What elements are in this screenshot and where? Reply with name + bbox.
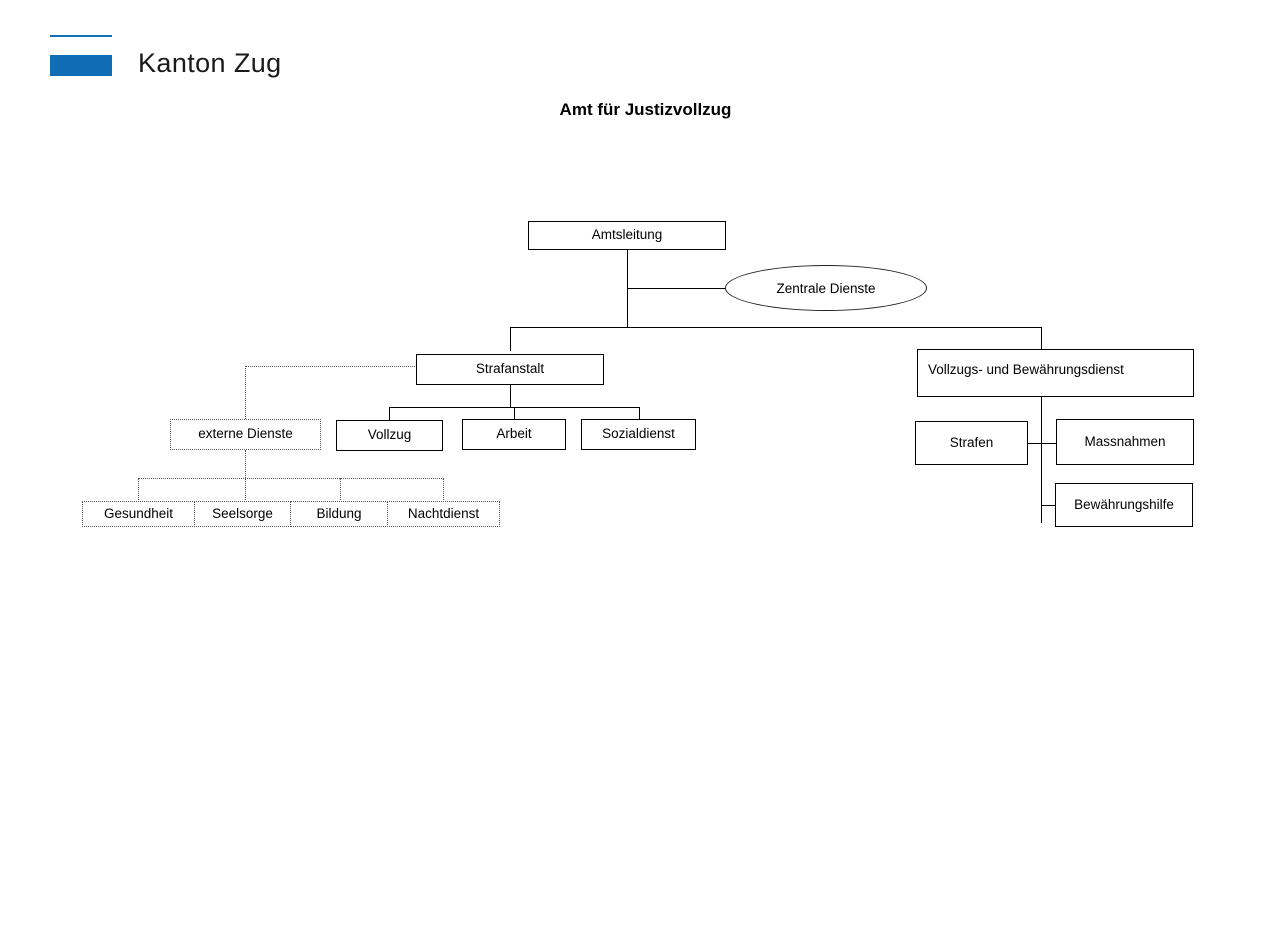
edge-vbd-trunk xyxy=(1041,397,1042,523)
node-arbeit[interactable]: Arbeit xyxy=(462,419,566,450)
edge-vbd-bewaehrungshilfe xyxy=(1041,505,1055,506)
node-label: Vollzugs- und Bewährungsdienst xyxy=(928,362,1124,377)
edge-level1-bar xyxy=(510,327,1041,328)
edge-bar-seelsorge xyxy=(245,478,246,502)
node-zentrale-dienste[interactable]: Zentrale Dienste xyxy=(725,265,927,311)
node-label: Massnahmen xyxy=(1084,433,1166,449)
node-strafanstalt[interactable]: Strafanstalt xyxy=(416,354,604,385)
edge-bar-sozialdienst xyxy=(639,407,640,419)
edge-bar-bildung xyxy=(340,478,341,502)
edge-bar-strafanstalt xyxy=(510,327,511,351)
node-label: Zentrale Dienste xyxy=(776,280,876,296)
brand-header: Kanton Zug xyxy=(0,0,1287,110)
node-label: Strafen xyxy=(949,434,994,450)
node-label: externe Dienste xyxy=(198,426,293,442)
node-label: Arbeit xyxy=(496,426,532,442)
edge-vbd-strafen xyxy=(1027,443,1042,444)
node-strafen[interactable]: Strafen xyxy=(915,421,1028,465)
edge-vbd-massnahmen xyxy=(1041,443,1056,444)
edge-externe-children-bar xyxy=(138,478,444,479)
node-vollzugs-bewaehrungsdienst[interactable]: Vollzugs- und Bewährungsdienst xyxy=(917,349,1194,397)
brand-rule xyxy=(50,35,112,37)
edge-strafanstalt-trunk xyxy=(510,385,511,407)
node-nachtdienst[interactable]: Nachtdienst xyxy=(387,501,500,527)
node-seelsorge[interactable]: Seelsorge xyxy=(194,501,291,527)
node-bildung[interactable]: Bildung xyxy=(290,501,388,527)
edge-amtsleitung-zentrale xyxy=(627,288,725,289)
node-vollzug[interactable]: Vollzug xyxy=(336,420,443,451)
edge-bar-vbd xyxy=(1041,327,1042,349)
node-label: Sozialdienst xyxy=(602,426,675,442)
node-label: Vollzug xyxy=(367,427,412,443)
node-label: Seelsorge xyxy=(212,505,273,521)
node-amtsleitung[interactable]: Amtsleitung xyxy=(528,221,726,250)
edge-strafanstalt-externe-v xyxy=(245,366,246,419)
brand-title: Kanton Zug xyxy=(138,48,282,78)
node-label: Nachtdienst xyxy=(407,505,480,521)
edge-bar-arbeit xyxy=(514,407,515,419)
brand-logo-block xyxy=(50,55,112,76)
edge-externe-trunk xyxy=(245,450,246,478)
node-label: Strafanstalt xyxy=(475,361,545,377)
edge-bar-vollzug xyxy=(389,407,390,420)
node-label: Amtsleitung xyxy=(591,227,663,243)
node-label: Bewährungshilfe xyxy=(1074,496,1174,512)
node-gesundheit[interactable]: Gesundheit xyxy=(82,501,195,527)
node-label: Bildung xyxy=(316,505,362,521)
edge-bar-gesundheit xyxy=(138,478,139,502)
node-massnahmen[interactable]: Massnahmen xyxy=(1056,419,1194,465)
edge-bar-nachtdienst xyxy=(443,478,444,502)
edge-strafanstalt-externe-h xyxy=(245,366,417,367)
page-title: Amt für Justizvollzug xyxy=(559,100,732,119)
node-sozialdienst[interactable]: Sozialdienst xyxy=(581,419,696,450)
node-externe-dienste[interactable]: externe Dienste xyxy=(170,419,321,450)
node-bewaehrungshilfe[interactable]: Bewährungshilfe xyxy=(1055,483,1193,527)
node-label: Gesundheit xyxy=(103,505,174,521)
